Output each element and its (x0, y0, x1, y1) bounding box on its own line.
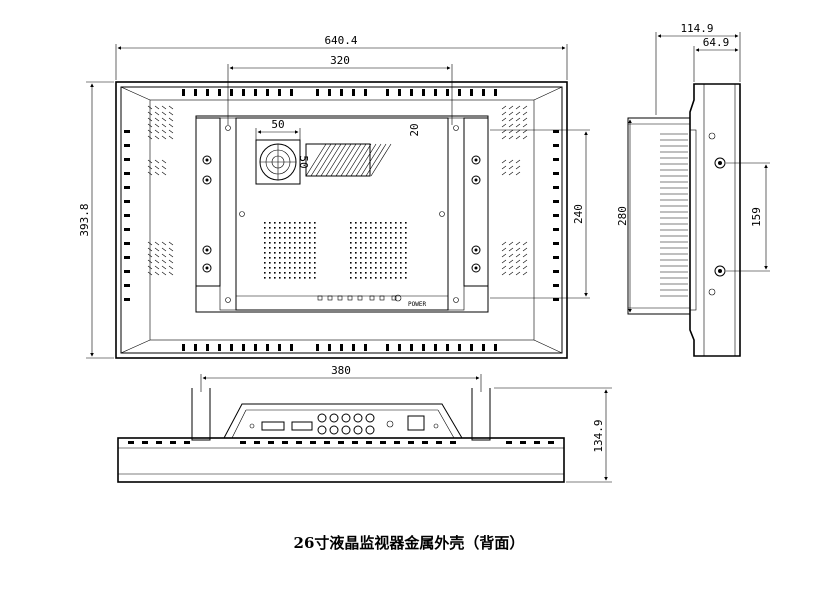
bottom-io-panel (223, 403, 463, 439)
dim-bottom-bracket-spacing: 380 (200, 364, 482, 392)
rear-outer-frame (115, 81, 568, 359)
dim-overall-height: 393.8 (78, 81, 114, 359)
bottom-vent-slots (182, 344, 497, 351)
left-bracket (195, 117, 221, 287)
side-depth-value: 114.9 (680, 22, 713, 35)
fan-width-value: 50 (271, 118, 284, 131)
hole-spacing-value: 240 (572, 204, 585, 224)
bottom-depth-value: 134.9 (592, 419, 605, 452)
label-plate (305, 143, 371, 177)
side-stand-block (627, 117, 691, 315)
fan-height-value: 50 (297, 155, 310, 168)
bottom-outer (117, 437, 565, 483)
bottom-view (117, 388, 565, 483)
drawing-caption: 26寸液晶监视器金属外壳（背面） (293, 534, 525, 552)
rear-view: POWER (115, 81, 568, 359)
right-bracket (463, 117, 489, 287)
small-offset-value: 20 (408, 123, 421, 136)
side-hole-spacing-value: 159 (750, 207, 763, 227)
side-depth-inner-value: 64.9 (703, 36, 730, 49)
diagonal-vents (147, 105, 528, 276)
fan-housing (255, 139, 301, 185)
dim-overall-width: 640.4 (115, 34, 568, 80)
overall-width-value: 640.4 (324, 34, 357, 47)
side-view (627, 83, 741, 357)
dim-side-hole-spacing: 159 (726, 162, 770, 272)
top-vent-slots (182, 89, 497, 96)
vent-dot-grids (264, 222, 407, 279)
bottom-bracket-spacing-value: 380 (331, 364, 351, 377)
dim-bracket-spacing: 320 (227, 54, 453, 125)
side-mount-hole-top (714, 157, 726, 169)
dim-side-height: 280 (616, 119, 632, 313)
rear-inner-frame (120, 86, 563, 354)
power-label: POWER (408, 301, 426, 308)
side-height-value: 280 (616, 206, 629, 226)
side-vent-slots (124, 130, 559, 301)
bracket-spacing-value: 320 (330, 54, 350, 67)
dim-bottom-depth: 134.9 (494, 387, 612, 483)
overall-height-value: 393.8 (78, 203, 91, 236)
dim-hole-spacing: 240 (490, 129, 590, 299)
left-stand-bracket (191, 388, 211, 441)
side-mount-hole-bottom (714, 265, 726, 277)
right-stand-bracket (471, 388, 491, 441)
dim-fan-width: 50 (255, 118, 301, 140)
dim-side-depth: 114.9 64.9 (655, 22, 741, 115)
